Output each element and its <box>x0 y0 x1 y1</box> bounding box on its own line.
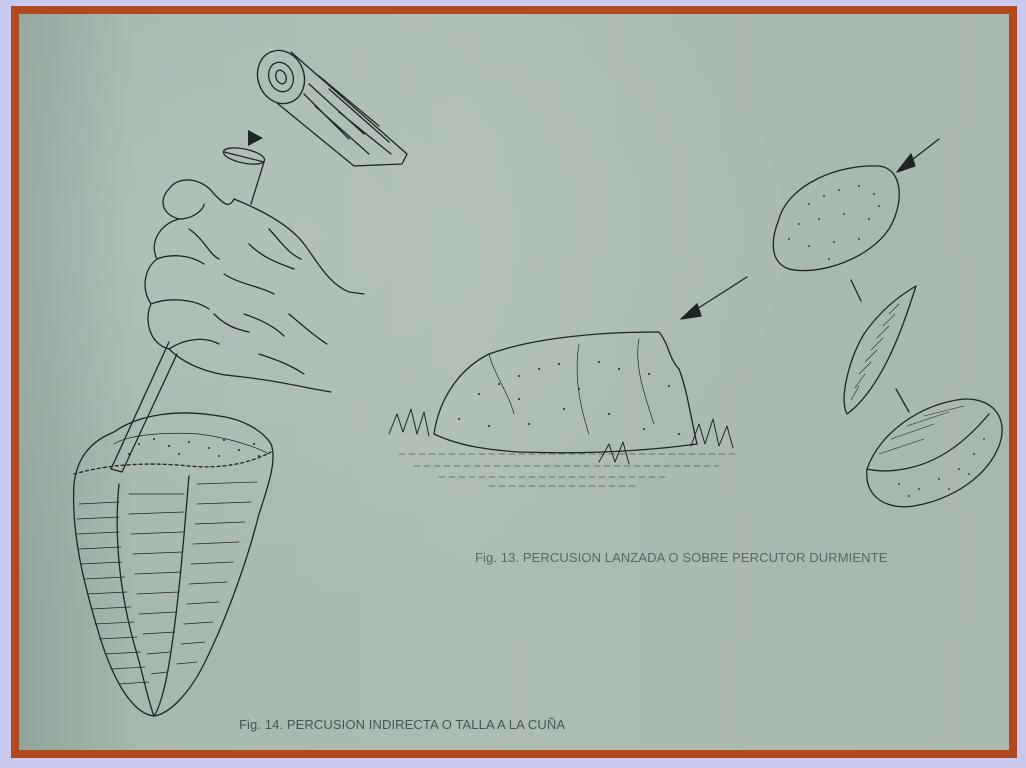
figure-14-caption: Fig. 14. PERCUSION INDIRECTA O TALLA A L… <box>239 717 565 732</box>
stone-core <box>74 413 274 716</box>
anvil-rock <box>389 332 739 486</box>
pebble <box>773 166 899 271</box>
direction-triangle-icon <box>248 130 263 146</box>
flake <box>844 286 916 414</box>
connector-line <box>851 280 861 301</box>
illustration-canvas <box>19 14 1009 750</box>
fig14-illustration <box>74 44 407 716</box>
fig13-illustration <box>389 139 1002 507</box>
direction-arrow-icon <box>897 139 939 172</box>
hammer-stick <box>250 44 407 166</box>
book-page: Fig. 13. PERCUSION LANZADA O SOBRE PERCU… <box>19 14 1009 750</box>
punch-chisel <box>111 145 266 472</box>
figure-13-caption: Fig. 13. PERCUSION LANZADA O SOBRE PERCU… <box>475 550 887 565</box>
direction-arrow-icon <box>681 277 747 319</box>
cortex-texture <box>128 438 260 457</box>
split-pebble <box>867 399 1002 507</box>
connector-line <box>896 389 909 412</box>
hand <box>145 180 364 392</box>
picture-frame: Fig. 13. PERCUSION LANZADA O SOBRE PERCU… <box>11 6 1017 758</box>
